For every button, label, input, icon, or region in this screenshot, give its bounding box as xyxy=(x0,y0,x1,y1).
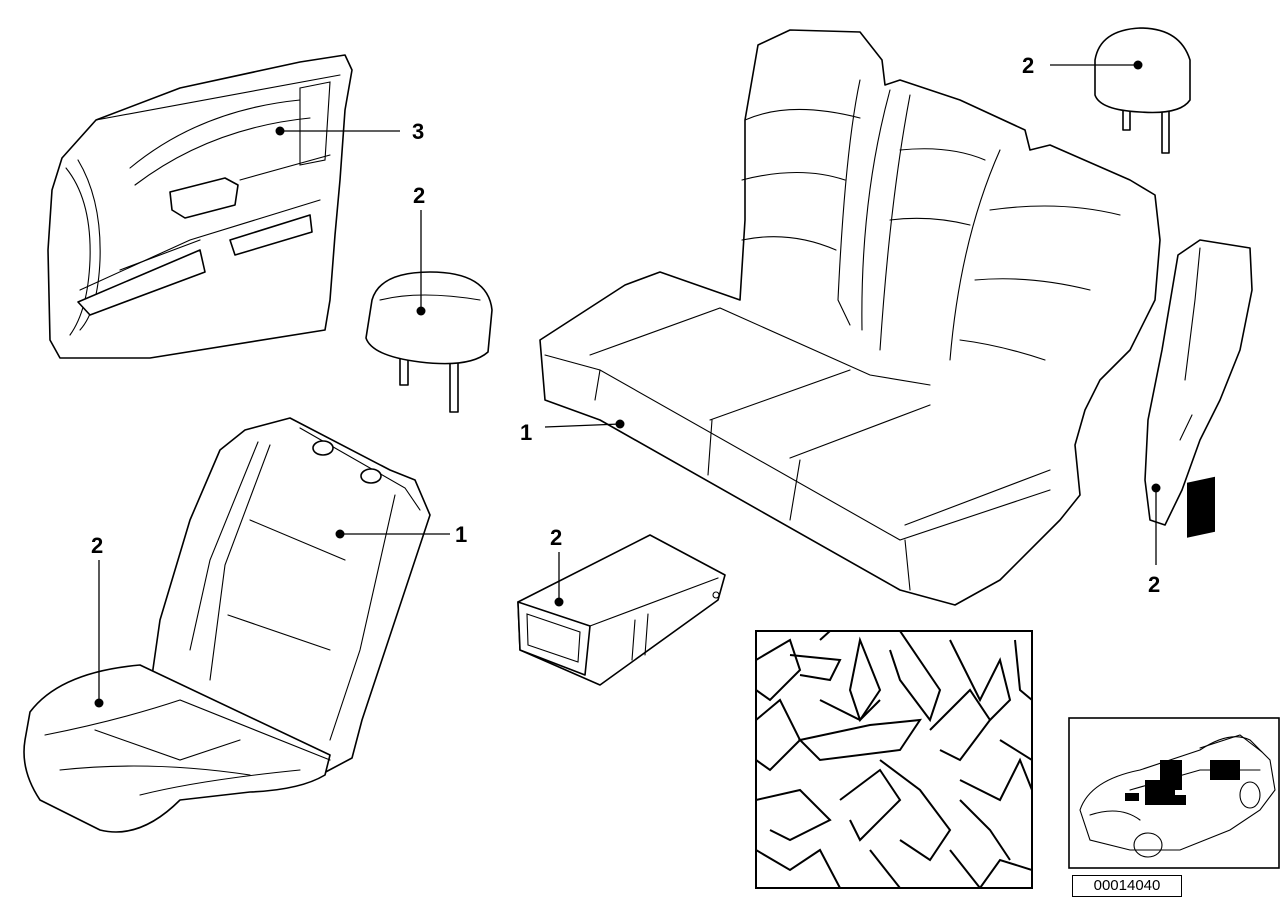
door-panel-illustration xyxy=(47,54,353,359)
callout-door-panel: 3 xyxy=(412,119,424,144)
car-locator xyxy=(1068,476,1280,869)
callout-front-seat-cushion: 2 xyxy=(91,533,103,558)
front-seat-illustration xyxy=(23,417,431,833)
rear-headrest-illustration xyxy=(1094,27,1191,154)
callout-rear-headrest: 2 xyxy=(1022,53,1034,78)
side-trim-illustration xyxy=(1144,239,1253,526)
rear-seat-illustration xyxy=(539,29,1161,606)
callout-rear-seat: 1 xyxy=(520,420,532,445)
callout-front-seat-backrest: 1 xyxy=(455,522,467,547)
callout-side-trim: 2 xyxy=(1148,572,1160,597)
front-headrest-illustration xyxy=(365,271,493,413)
armrest-illustration xyxy=(517,534,726,686)
material-swatch xyxy=(755,630,1033,889)
callout-front-headrest: 2 xyxy=(413,183,425,208)
reference-number: 00014040 xyxy=(1072,875,1182,897)
callout-armrest: 2 xyxy=(550,525,562,550)
